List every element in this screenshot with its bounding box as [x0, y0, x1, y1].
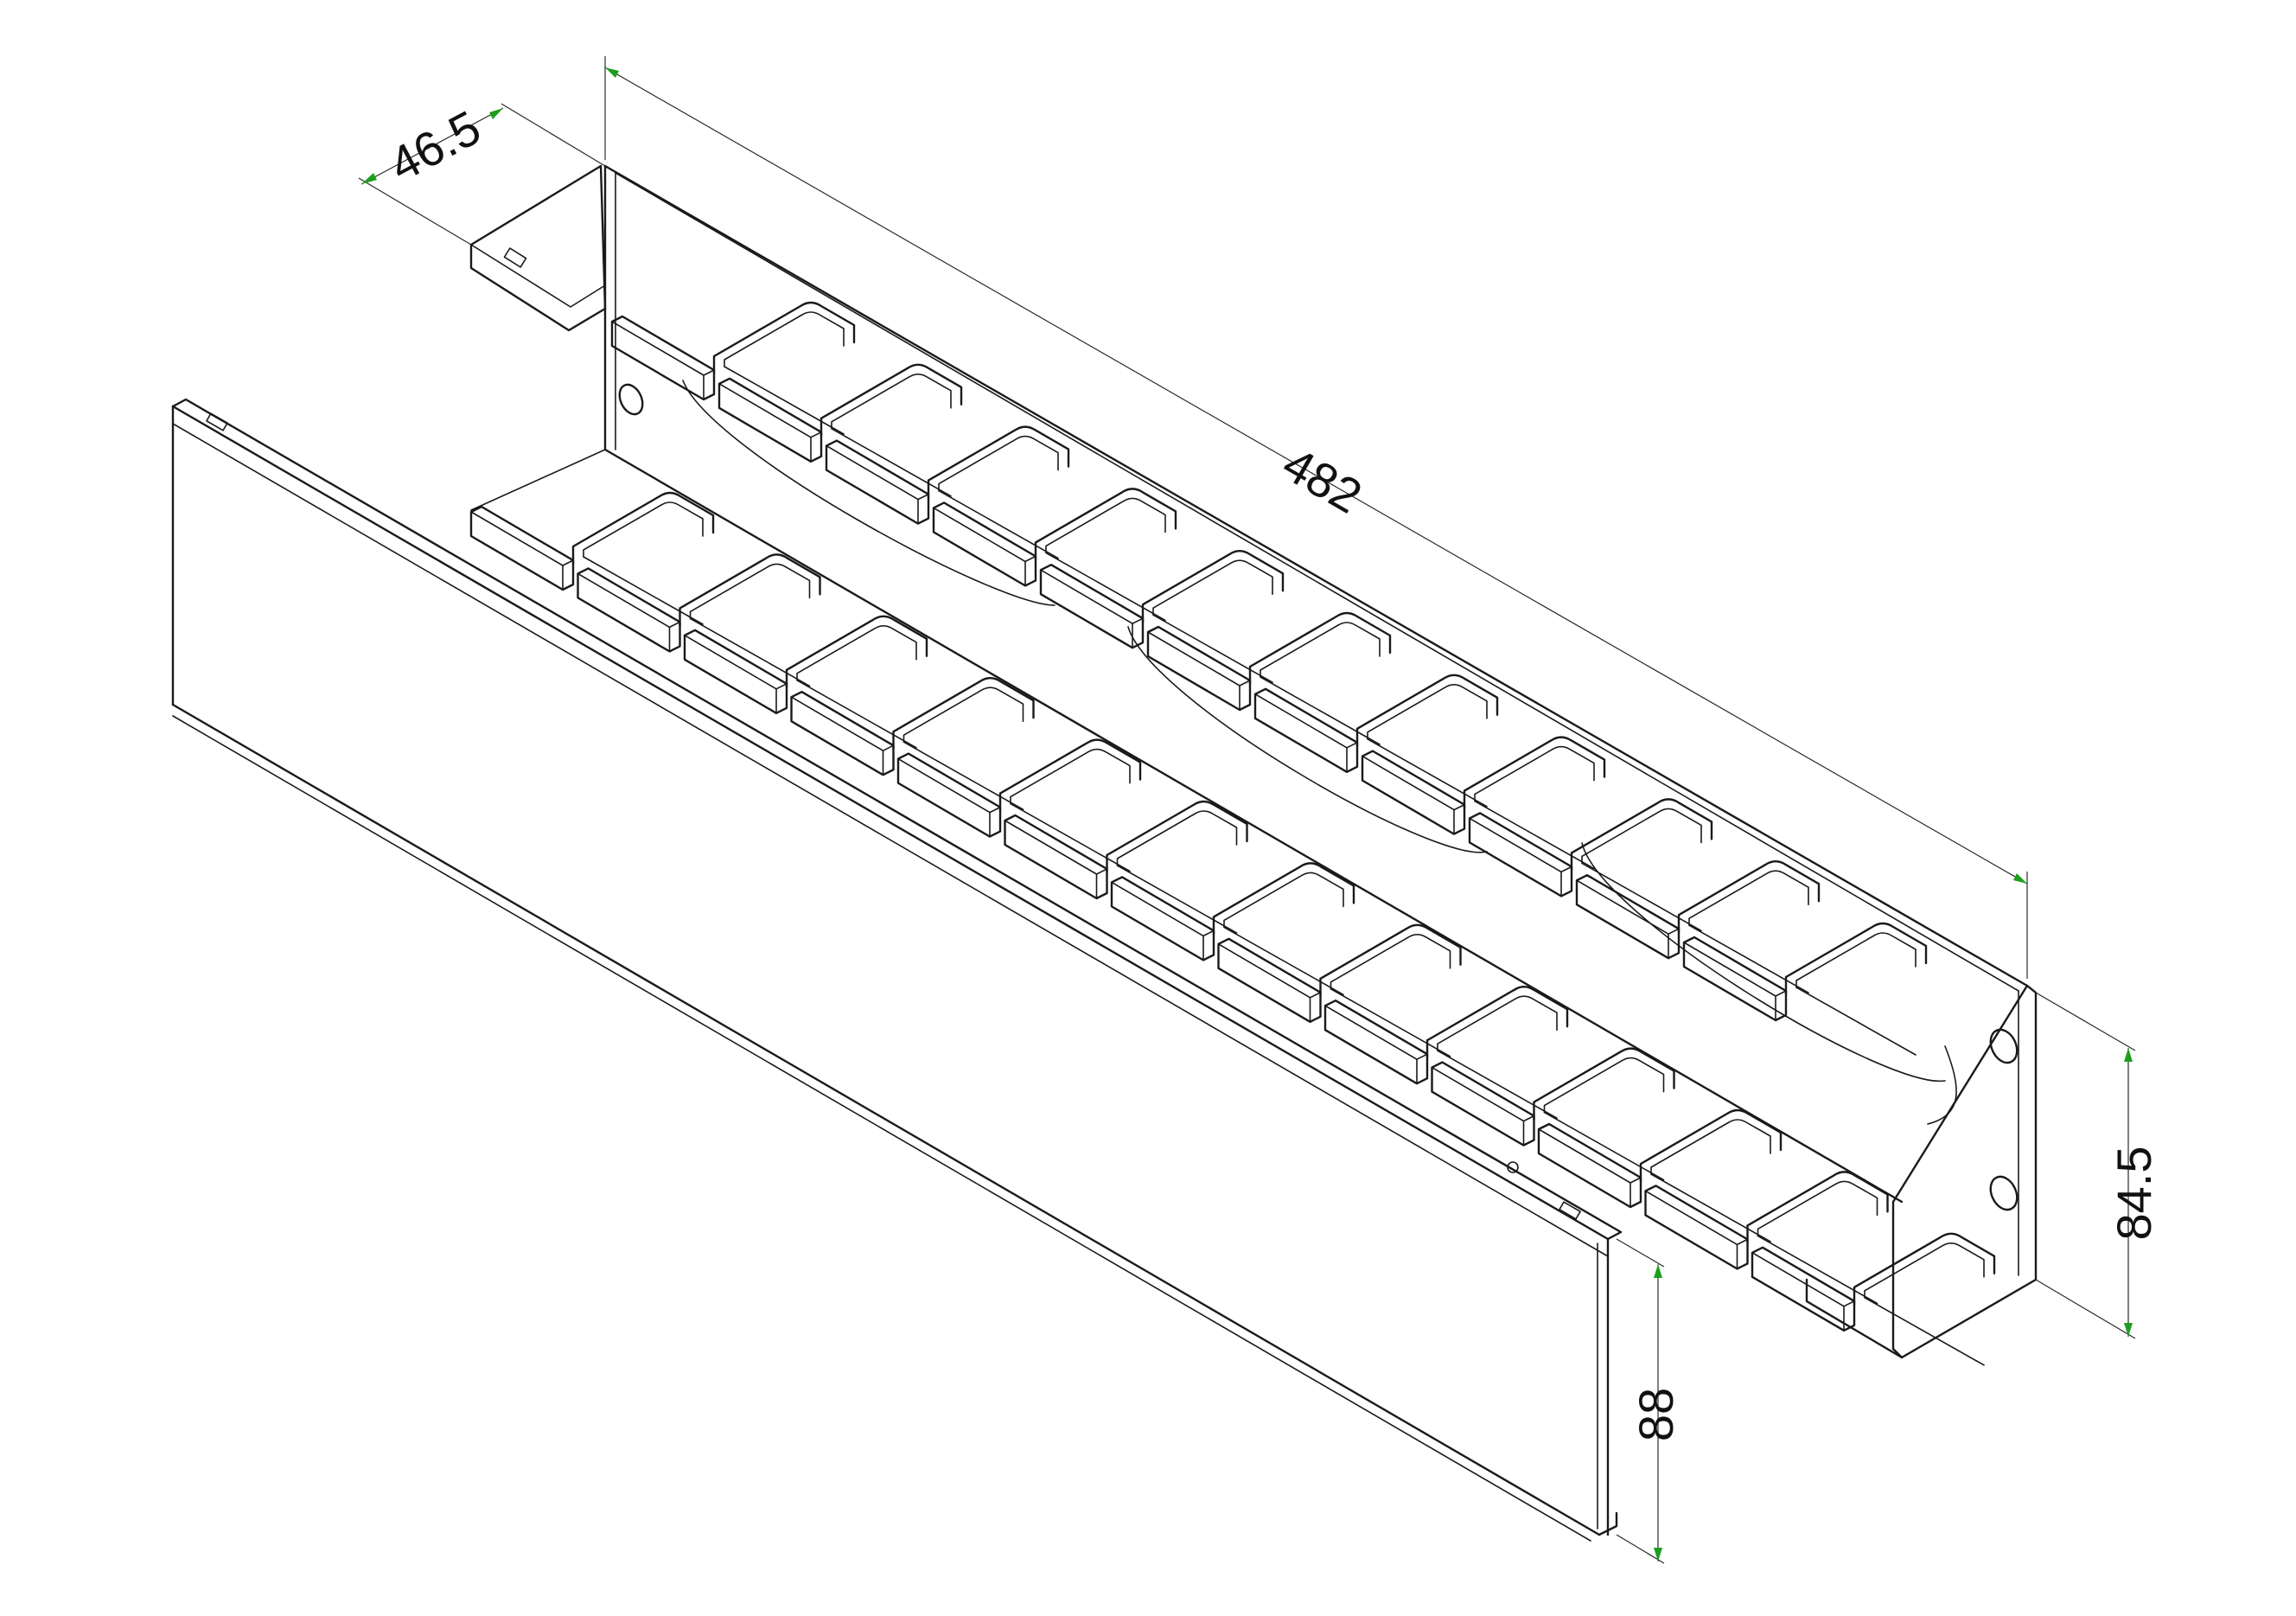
rear-finger-group — [610, 301, 1928, 1056]
front-finger — [1004, 800, 1248, 934]
front-finger-group — [469, 491, 1996, 1366]
rear-finger — [1575, 860, 1821, 993]
rear-finger — [1146, 611, 1392, 745]
front-finger — [469, 491, 715, 625]
front-finger — [1644, 1171, 1889, 1305]
dimension-rear-height: 84.5 — [2035, 992, 2161, 1339]
front-finger — [1323, 986, 1569, 1119]
front-finger — [1217, 923, 1462, 1057]
front-finger — [1110, 862, 1355, 996]
rear-finger — [1361, 736, 1606, 870]
dimension-label-width: 482 — [1274, 436, 1371, 523]
dimension-label-depth: 46.5 — [380, 99, 489, 192]
dimension-depth: 46.5 — [358, 99, 606, 246]
rear-panel — [469, 164, 2038, 1359]
dimension-front-height: 88 — [1616, 1238, 1683, 1564]
front-panel — [171, 398, 1623, 1542]
front-finger — [790, 677, 1035, 811]
front-finger — [1751, 1232, 1996, 1366]
dimension-width: 482 — [604, 56, 2028, 979]
front-finger — [896, 738, 1142, 872]
rear-finger — [610, 301, 856, 435]
rear-finger — [932, 488, 1177, 622]
rear-finger — [1039, 550, 1285, 684]
dimension-label-front-height: 88 — [1629, 1388, 1683, 1441]
front-finger — [577, 553, 821, 687]
front-finger — [1431, 1047, 1675, 1181]
front-finger — [683, 615, 928, 749]
rear-finger — [718, 363, 963, 497]
rear-finger — [1468, 798, 1713, 932]
front-finger — [1537, 1108, 1783, 1242]
rear-finger — [825, 425, 1070, 559]
rear-finger — [1253, 674, 1499, 808]
rear-finger — [1682, 922, 1928, 1056]
dimension-label-rear-height: 84.5 — [2107, 1147, 2161, 1241]
